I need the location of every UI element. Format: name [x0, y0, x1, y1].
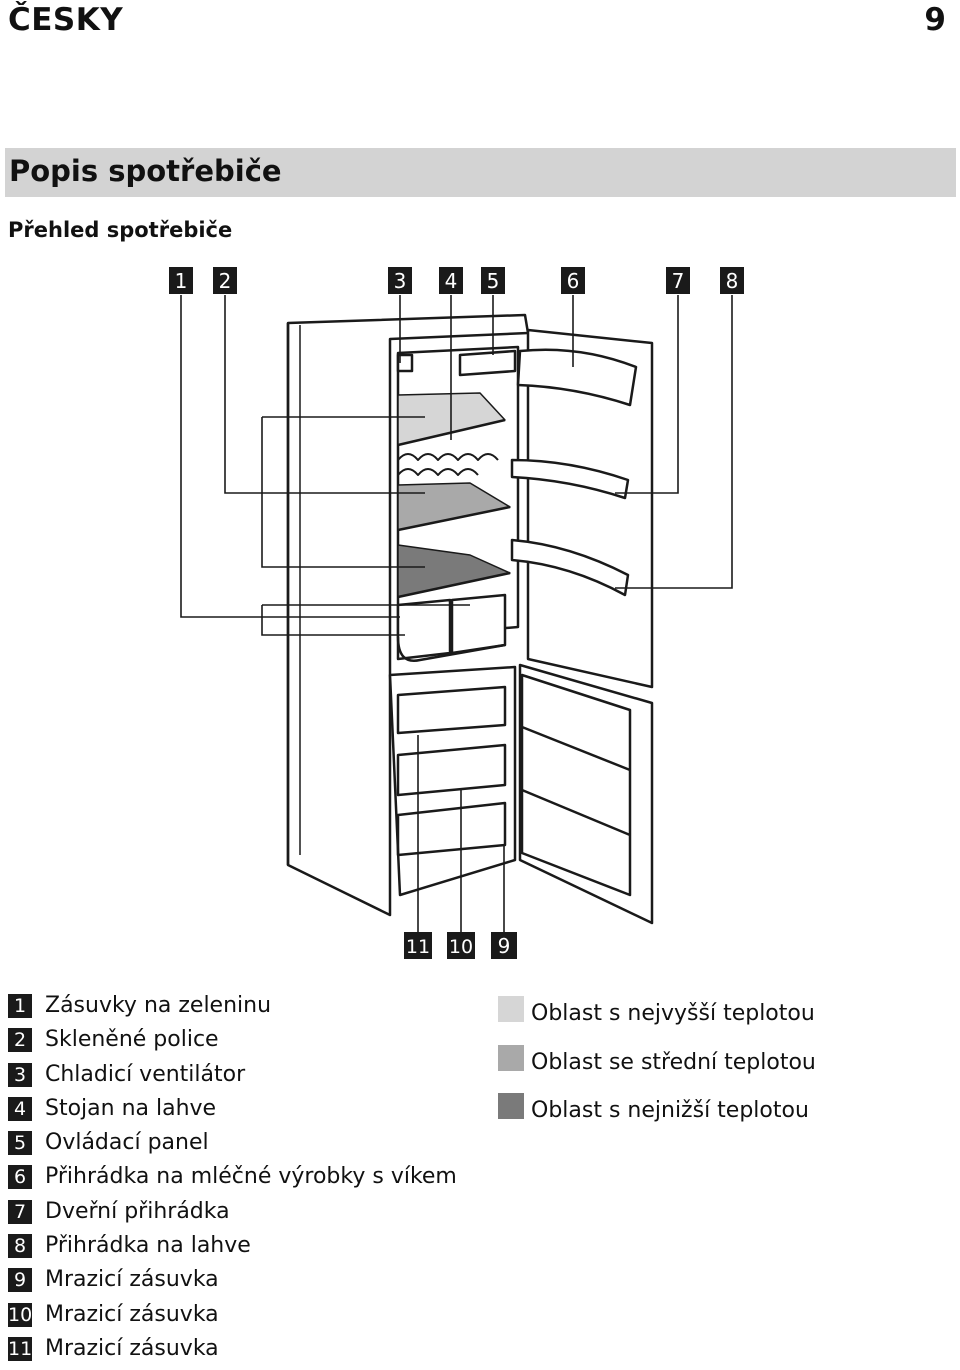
legend-number: 6	[8, 1165, 32, 1190]
legend-label: Zásuvky na zeleninu	[45, 993, 272, 1018]
legend-number: 11	[8, 1336, 33, 1361]
zone-swatch-medium	[498, 1044, 524, 1071]
legend-label: Přihrádka na lahve	[45, 1233, 251, 1259]
callout-11: 11	[406, 936, 430, 958]
legend-item: 3 Chladicí ventilátor	[8, 1060, 488, 1094]
legend-item: 10 Mrazicí zásuvka	[8, 1300, 488, 1334]
legend-label: Mrazicí zásuvka	[45, 1267, 219, 1293]
language-heading: ČESKY	[8, 2, 124, 38]
section-title: Popis spotřebiče	[9, 154, 282, 188]
callout-10: 10	[449, 936, 473, 958]
zone-label: Oblast se střední teplotou	[531, 1049, 816, 1075]
zone-swatch-highest	[498, 996, 524, 1022]
zone-item: Oblast s nejvyšší teplotou	[498, 996, 938, 1045]
callout-1: 1	[175, 269, 188, 293]
legend-item: 7 Dveřní přihrádka	[8, 1197, 488, 1231]
legend-label: Chladicí ventilátor	[45, 1061, 246, 1087]
legend-label: Skleněné police	[45, 1027, 219, 1053]
temperature-zones-legend: Oblast s nejvyšší teplotou Oblast se stř…	[498, 996, 938, 1142]
legend-number: 9	[8, 1268, 32, 1293]
appliance-diagram: 1 2 3 4 5 6 7 8 11 10 9	[169, 267, 744, 959]
legend-label: Mrazicí zásuvka	[45, 1301, 219, 1327]
zone-item: Oblast s nejnižší teplotou	[498, 1093, 938, 1142]
callout-3: 3	[394, 269, 407, 293]
callout-4: 4	[445, 269, 458, 293]
zone-label: Oblast s nejvyšší teplotou	[531, 1001, 815, 1026]
legend-label: Přihrádka na mléčné výrobky s víkem	[45, 1164, 457, 1190]
legend-item: 2 Skleněné police	[8, 1025, 488, 1059]
legend-number: 10	[8, 1302, 33, 1327]
legend-number: 1	[8, 994, 32, 1018]
zone-label: Oblast s nejnižší teplotou	[531, 1098, 809, 1123]
legend-number: 8	[8, 1234, 32, 1259]
legend-label: Dveřní přihrádka	[45, 1198, 230, 1224]
callout-9: 9	[498, 934, 511, 958]
legend-label: Stojan na lahve	[45, 1095, 217, 1121]
callout-5: 5	[487, 269, 500, 293]
legend-number: 2	[8, 1028, 32, 1053]
legend-label: Ovládací panel	[45, 1130, 209, 1156]
callout-8: 8	[726, 269, 739, 293]
section-subtitle: Přehled spotřebiče	[8, 218, 233, 242]
legend-label: Mrazicí zásuvka	[45, 1335, 219, 1361]
legend-item: 8 Přihrádka na lahve	[8, 1231, 488, 1265]
callout-6: 6	[567, 269, 580, 293]
legend-item: 6 Přihrádka na mléčné výrobky s víkem	[8, 1162, 488, 1196]
legend-number: 5	[8, 1131, 32, 1156]
legend-item: 11 Mrazicí zásuvka	[8, 1334, 488, 1368]
legend-item: 1 Zásuvky na zeleninu	[8, 991, 488, 1025]
section-bar: Popis spotřebiče	[5, 148, 956, 197]
legend-item: 4 Stojan na lahve	[8, 1094, 488, 1128]
page-number: 9	[924, 2, 946, 38]
legend-item: 5 Ovládací panel	[8, 1128, 488, 1162]
callout-2: 2	[219, 269, 232, 293]
legend-number: 7	[8, 1199, 32, 1224]
legend-number: 3	[8, 1062, 32, 1087]
legend-number: 4	[8, 1096, 32, 1121]
callout-7: 7	[672, 269, 685, 293]
zone-swatch-lowest	[498, 1093, 524, 1119]
zone-item: Oblast se střední teplotou	[498, 1044, 938, 1094]
legend-item: 9 Mrazicí zásuvka	[8, 1265, 488, 1299]
